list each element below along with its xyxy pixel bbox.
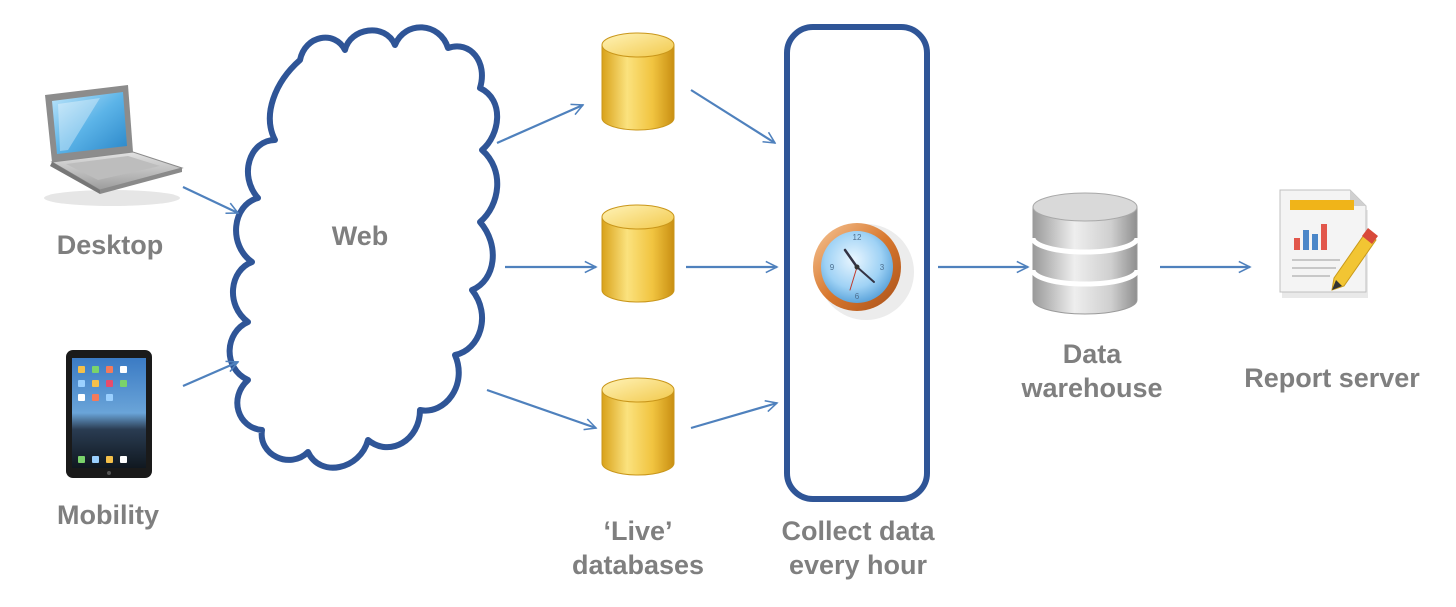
web-cloud-shape	[226, 24, 501, 471]
laptop-icon	[44, 85, 184, 206]
mobility-label: Mobility	[57, 500, 159, 530]
database-stack-icon	[1030, 192, 1140, 315]
web-label: Web	[331, 221, 389, 251]
arrow-web-to-db3	[486, 388, 596, 428]
arrow-desktop-to-web	[182, 186, 238, 213]
live-database-1-icon	[601, 32, 675, 131]
live-database-3-icon	[601, 377, 675, 476]
svg-text:9: 9	[830, 263, 835, 272]
svg-text:12: 12	[853, 233, 862, 242]
collect-data-label: Collect data every hour	[781, 516, 935, 580]
report-server-label: Report server	[1244, 363, 1420, 393]
arrow-mobility-to-web	[182, 362, 238, 388]
clock-icon: 12 3 6 9	[813, 223, 914, 320]
tablet-icon	[66, 350, 152, 478]
arrow-db1-to-collector	[690, 89, 775, 144]
svg-text:3: 3	[880, 263, 885, 272]
desktop-label: Desktop	[56, 230, 164, 260]
data-warehouse-label: Data warehouse	[1021, 339, 1163, 403]
arrow-db3-to-collector	[690, 403, 777, 430]
live-database-2-icon	[601, 204, 675, 303]
svg-text:6: 6	[855, 292, 860, 301]
live-databases-label: ‘Live’ databases	[571, 516, 705, 580]
flow-arrows	[182, 89, 1250, 430]
arrow-web-to-db1	[496, 105, 583, 145]
report-document-icon	[1279, 189, 1378, 298]
